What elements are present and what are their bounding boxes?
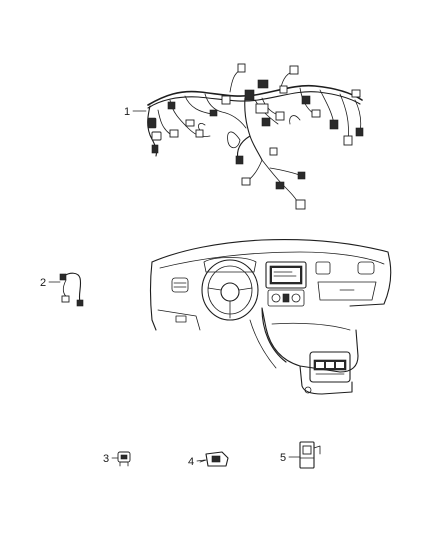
module-part-4[interactable]	[199, 451, 229, 467]
callout-2: 2	[40, 277, 61, 289]
callout-5: 5	[280, 452, 301, 464]
callout-label-1: 1	[124, 106, 130, 118]
callout-4: 4	[188, 456, 206, 468]
callout-label-4: 4	[188, 456, 194, 468]
connector-part-3[interactable]	[117, 451, 131, 467]
callout-label-2: 2	[40, 277, 46, 289]
bracket-part-5[interactable]	[299, 441, 321, 469]
callout-label-3: 3	[103, 453, 109, 465]
instrument-panel-illustration	[149, 238, 392, 395]
callout-label-5: 5	[280, 452, 286, 464]
callout-3: 3	[103, 453, 119, 465]
callout-1: 1	[124, 106, 147, 118]
wiring-harness-part-1[interactable]	[147, 63, 364, 210]
jumper-harness-part-2[interactable]	[59, 272, 84, 307]
